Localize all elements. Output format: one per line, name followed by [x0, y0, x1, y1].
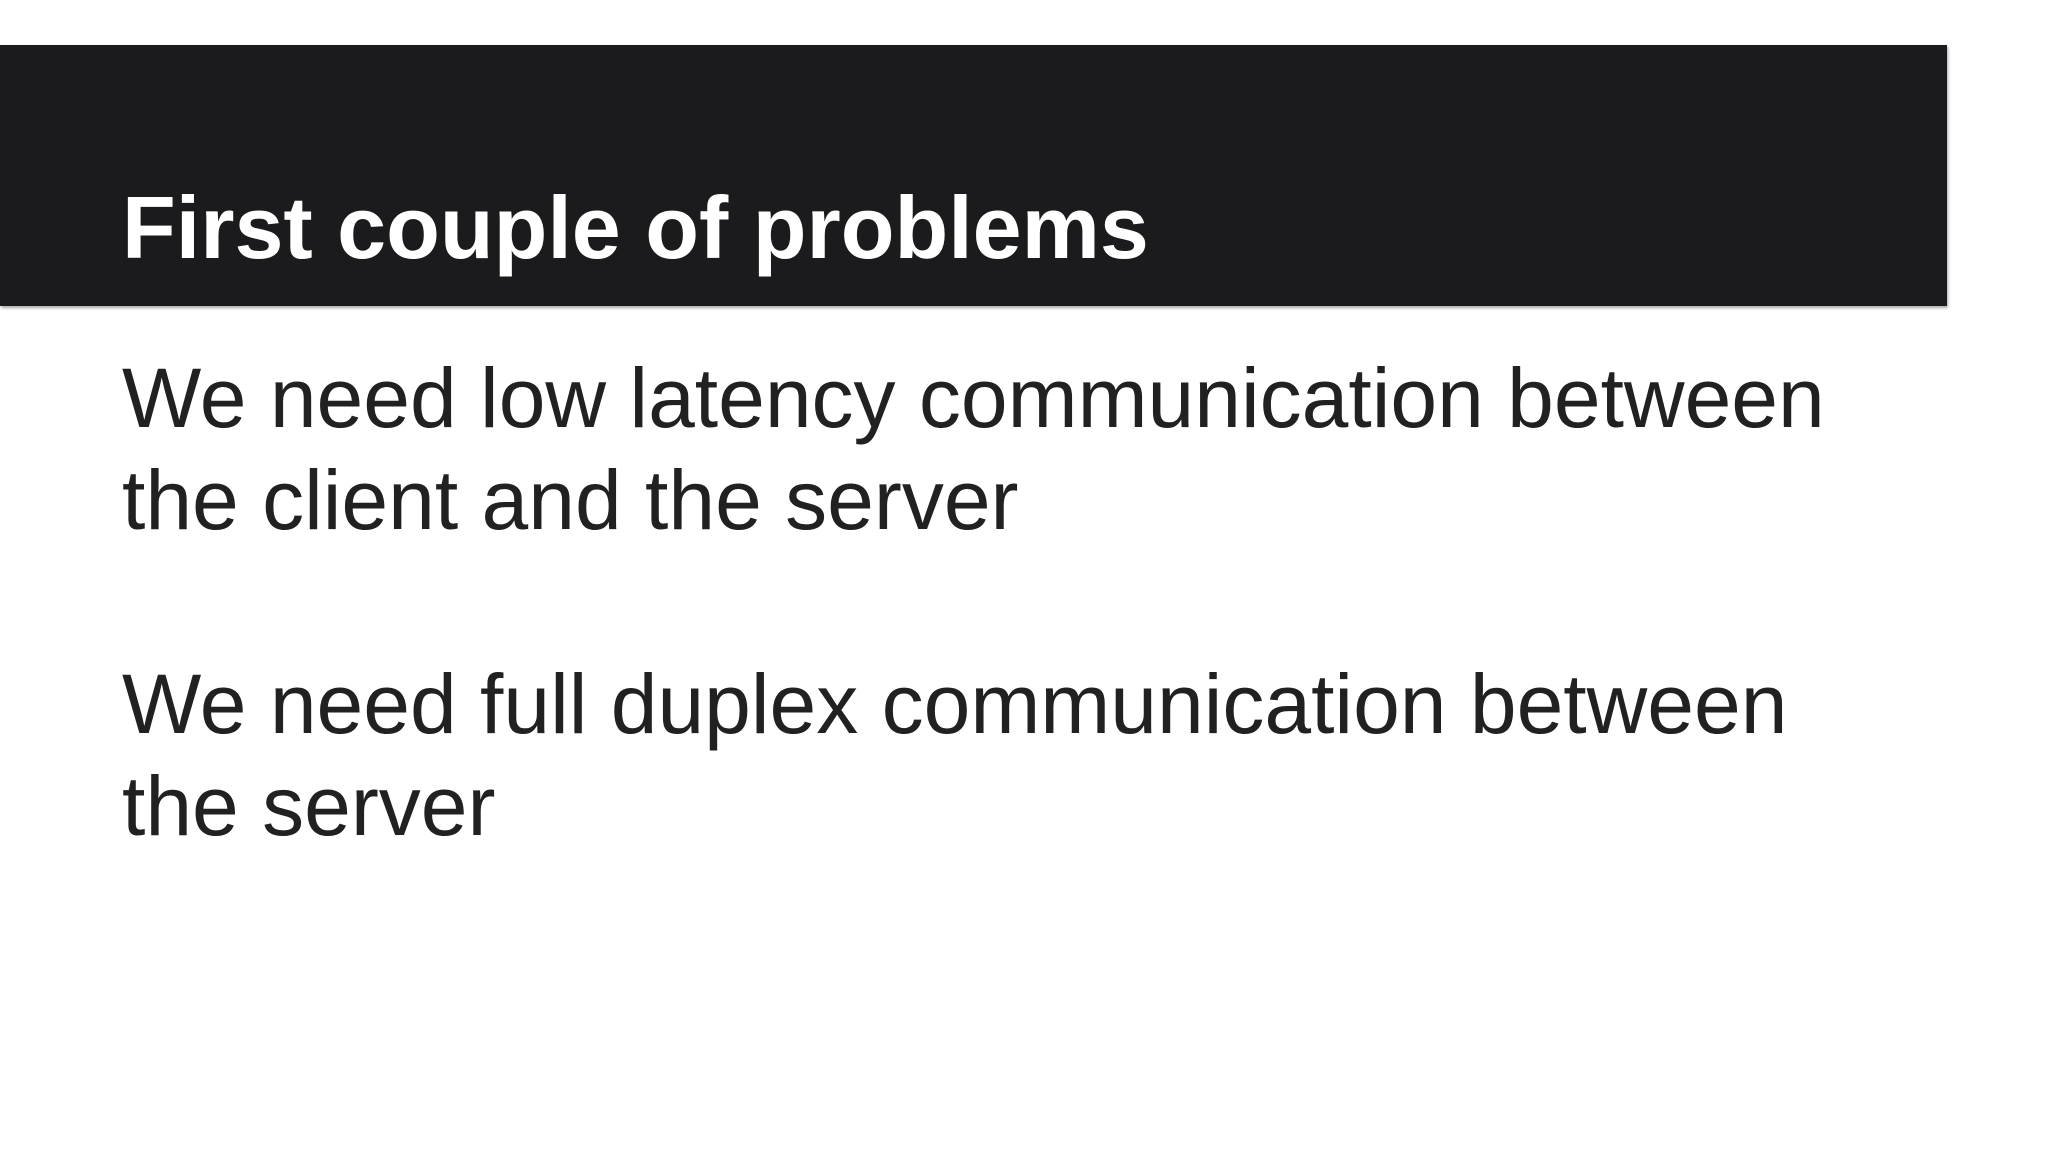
- body-paragraph-low-latency: We need low latency communication betwee…: [122, 351, 1825, 547]
- slide-body: We need low latency communication betwee…: [122, 347, 1912, 959]
- slide-title: First couple of problems: [122, 178, 1149, 277]
- body-paragraph-full-duplex: We need full duplex communication betwee…: [122, 657, 1788, 853]
- slide-title-bar: First couple of problems: [0, 45, 1947, 306]
